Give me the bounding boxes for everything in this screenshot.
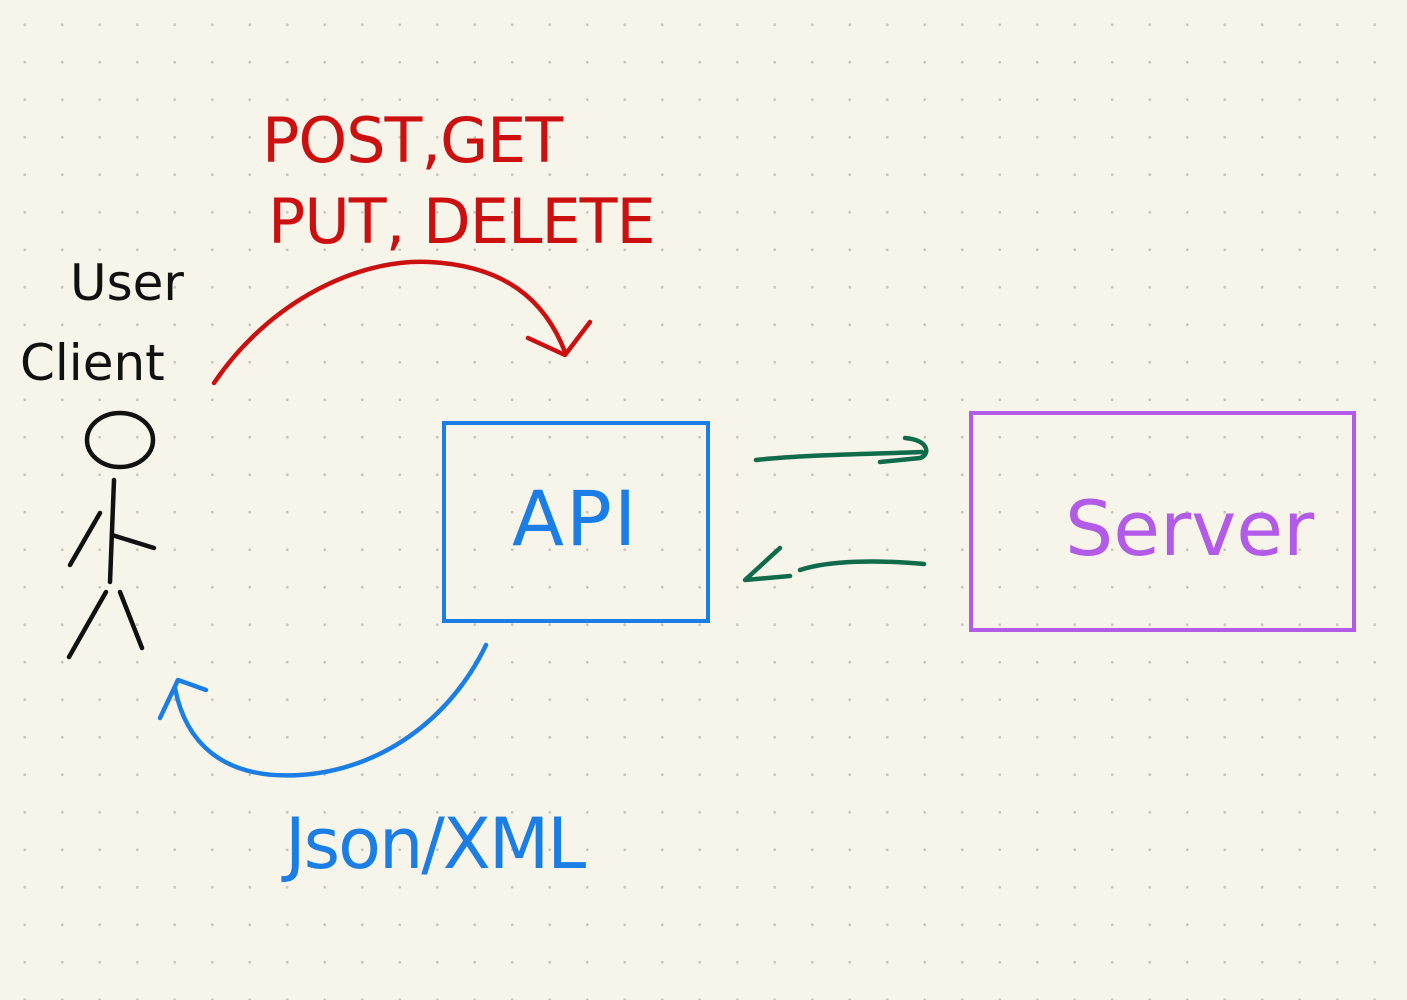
stick-figure-head xyxy=(84,410,156,470)
api-label: API xyxy=(512,474,638,563)
api-to-server-arrow xyxy=(753,435,929,465)
request-arrowhead xyxy=(525,319,593,358)
stick-figure-icon xyxy=(66,410,157,660)
api-box xyxy=(442,421,710,623)
user-label: User xyxy=(70,254,184,312)
response-arrow xyxy=(157,642,489,778)
stick-figure-legs xyxy=(66,589,145,660)
server-label: Server xyxy=(1065,484,1315,573)
server-to-api-arrowhead xyxy=(742,545,793,583)
server-box xyxy=(969,411,1356,632)
response-format-label: Json/XML xyxy=(281,803,586,885)
response-arrowhead xyxy=(157,677,209,721)
request-arrow xyxy=(211,259,593,386)
stick-figure-body xyxy=(107,477,117,585)
request-methods-line2: PUT, DELETE xyxy=(268,185,655,258)
api-to-server-arrowhead xyxy=(877,435,929,465)
client-label: Client xyxy=(20,334,165,392)
stick-figure-arms xyxy=(67,510,157,568)
server-to-api-arrow xyxy=(742,545,927,583)
request-methods-line1: POST,GET xyxy=(262,104,564,177)
